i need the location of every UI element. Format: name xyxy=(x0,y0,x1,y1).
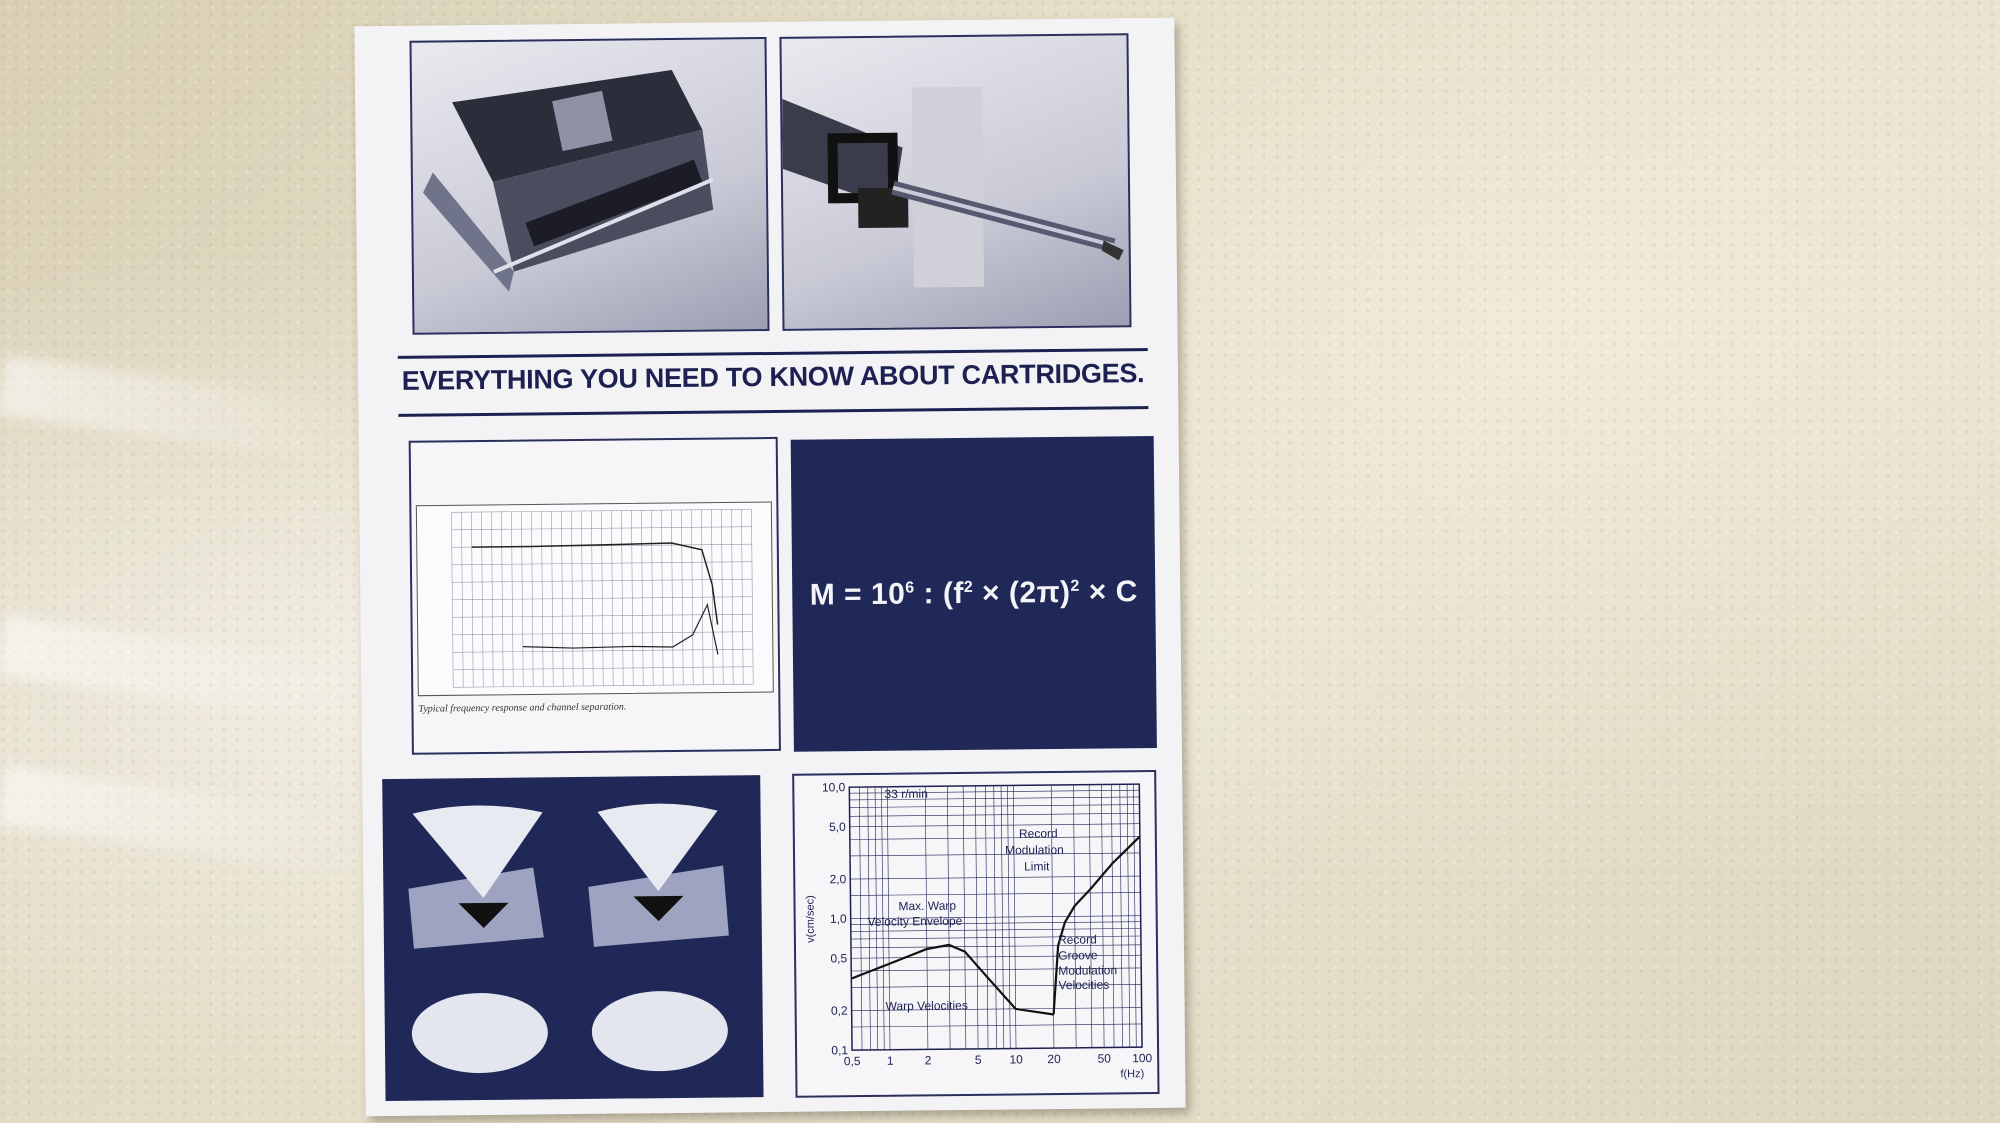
y-tick-label: 1,0 xyxy=(830,912,847,926)
grid-line xyxy=(850,892,1141,896)
series-line xyxy=(850,943,1054,1016)
grid-line xyxy=(849,836,1140,840)
grid-line xyxy=(849,796,1140,801)
grid-line xyxy=(851,967,1142,972)
warp-velocity-panel: 0,5 1 2 5 10 20 50 100 0,1 0,2 0,5 1,0 2,0 5,0 10,0 v(c… xyxy=(792,769,1160,1098)
y-tick-label: 10,0 xyxy=(822,780,846,794)
mass-formula: M = 106 : (f2 × (2π)2 × C xyxy=(810,575,1138,612)
formula-exponent: 2 xyxy=(1070,577,1080,595)
y-tick-label: 0,5 xyxy=(830,951,847,965)
x-tick-label: 20 xyxy=(1047,1052,1061,1066)
y-tick-label: 0,2 xyxy=(831,1004,848,1018)
grid-line xyxy=(452,578,753,583)
grid-line xyxy=(850,875,1141,880)
grid-line xyxy=(451,561,752,566)
series-line xyxy=(1052,835,1141,1015)
chart-annotation: Groove xyxy=(1058,948,1098,962)
x-tick-label: 2 xyxy=(925,1053,932,1067)
grid-line xyxy=(452,596,753,601)
stylus-tips-illustration xyxy=(408,803,729,1074)
chart-annotation: Velocity Envelope xyxy=(867,914,962,929)
grid-line xyxy=(453,666,754,671)
chart-annotation: Warp Velocities xyxy=(885,998,967,1013)
x-tick-label: 5 xyxy=(975,1053,982,1067)
stylus-tips-panel xyxy=(382,775,764,1102)
mass-formula-panel: M = 106 : (f2 × (2π)2 × C xyxy=(790,435,1157,752)
formula-part: : (f xyxy=(914,576,965,611)
grid-line xyxy=(850,852,1141,857)
grid-line xyxy=(851,1007,1142,1011)
elliptical-tip-bottom xyxy=(591,991,728,1072)
grid-line xyxy=(849,813,1140,817)
chart-annotation: Limit xyxy=(1024,859,1050,873)
booklet-headline: EVERYTHING YOU NEED TO KNOW ABOUT CARTRI… xyxy=(401,358,1145,396)
frequency-response-panel: Typical frequency response and channel s… xyxy=(408,436,781,755)
cartridge-illustration xyxy=(423,70,714,292)
conical-tip xyxy=(408,805,544,949)
x-tick-label: 10 xyxy=(1009,1052,1023,1066)
chart-annotation: Record xyxy=(1019,826,1058,840)
chart-annotation: Modulation xyxy=(1058,963,1117,978)
cartridge-booklet: EVERYTHING YOU NEED TO KNOW ABOUT CARTRI… xyxy=(354,17,1186,1117)
y-tick-label: 2,0 xyxy=(830,872,847,886)
grid-line xyxy=(851,954,1142,959)
y-tick-label: 5,0 xyxy=(829,820,846,834)
grid-line xyxy=(850,921,1141,925)
grid-line xyxy=(851,1023,1142,1028)
formula-exponent: 2 xyxy=(963,578,974,596)
stylus-illustration xyxy=(782,86,1124,288)
formula-part: × C xyxy=(1079,575,1138,609)
frequency-response-chart xyxy=(415,501,774,697)
elliptical-tip xyxy=(588,803,729,947)
x-axis-label: f(Hz) xyxy=(1120,1068,1144,1080)
x-tick-label: 100 xyxy=(1132,1051,1152,1065)
grid-line xyxy=(850,928,1141,932)
chart-annotation: Velocities xyxy=(1058,978,1109,993)
y-axis-label: v(cm/sec) xyxy=(804,895,816,943)
grid-line xyxy=(849,823,1140,828)
y-tick-label: 0,1 xyxy=(831,1043,848,1057)
formula-part: M = 10 xyxy=(809,577,906,612)
header-rule-bottom xyxy=(398,406,1149,417)
stylus-photo xyxy=(779,33,1132,331)
x-tick-label: 0,5 xyxy=(844,1054,861,1068)
warp-velocity-chart: 0,5 1 2 5 10 20 50 100 0,1 0,2 0,5 1,0 2,0 5,0 10,0 v(c… xyxy=(804,780,1152,1080)
grid-line xyxy=(849,804,1140,808)
header-rule-top xyxy=(397,348,1148,359)
x-tick-label: 1 xyxy=(887,1054,894,1068)
grid-line xyxy=(850,935,1141,940)
frequency-response-caption: Typical frequency response and channel s… xyxy=(418,701,627,715)
chart-annotation: Max. Warp xyxy=(898,899,956,914)
grid-line xyxy=(850,915,1141,919)
formula-part: × (2π) xyxy=(973,575,1071,610)
grid-line xyxy=(849,789,1140,794)
cartridge-photo xyxy=(409,37,770,335)
chart-annotation: Modulation xyxy=(1005,843,1064,858)
grid-line xyxy=(850,944,1141,949)
chart-annotation: 33 r/min xyxy=(884,787,928,801)
grid-line xyxy=(451,508,752,513)
grid-line xyxy=(451,526,752,531)
chart-annotation: Record xyxy=(1058,932,1097,946)
plot-frame xyxy=(848,783,1143,1051)
grid-line xyxy=(452,648,753,653)
grid-line xyxy=(453,683,754,688)
grid-line xyxy=(452,631,753,636)
x-tick-label: 50 xyxy=(1097,1051,1111,1065)
conical-tip-bottom xyxy=(411,993,548,1074)
